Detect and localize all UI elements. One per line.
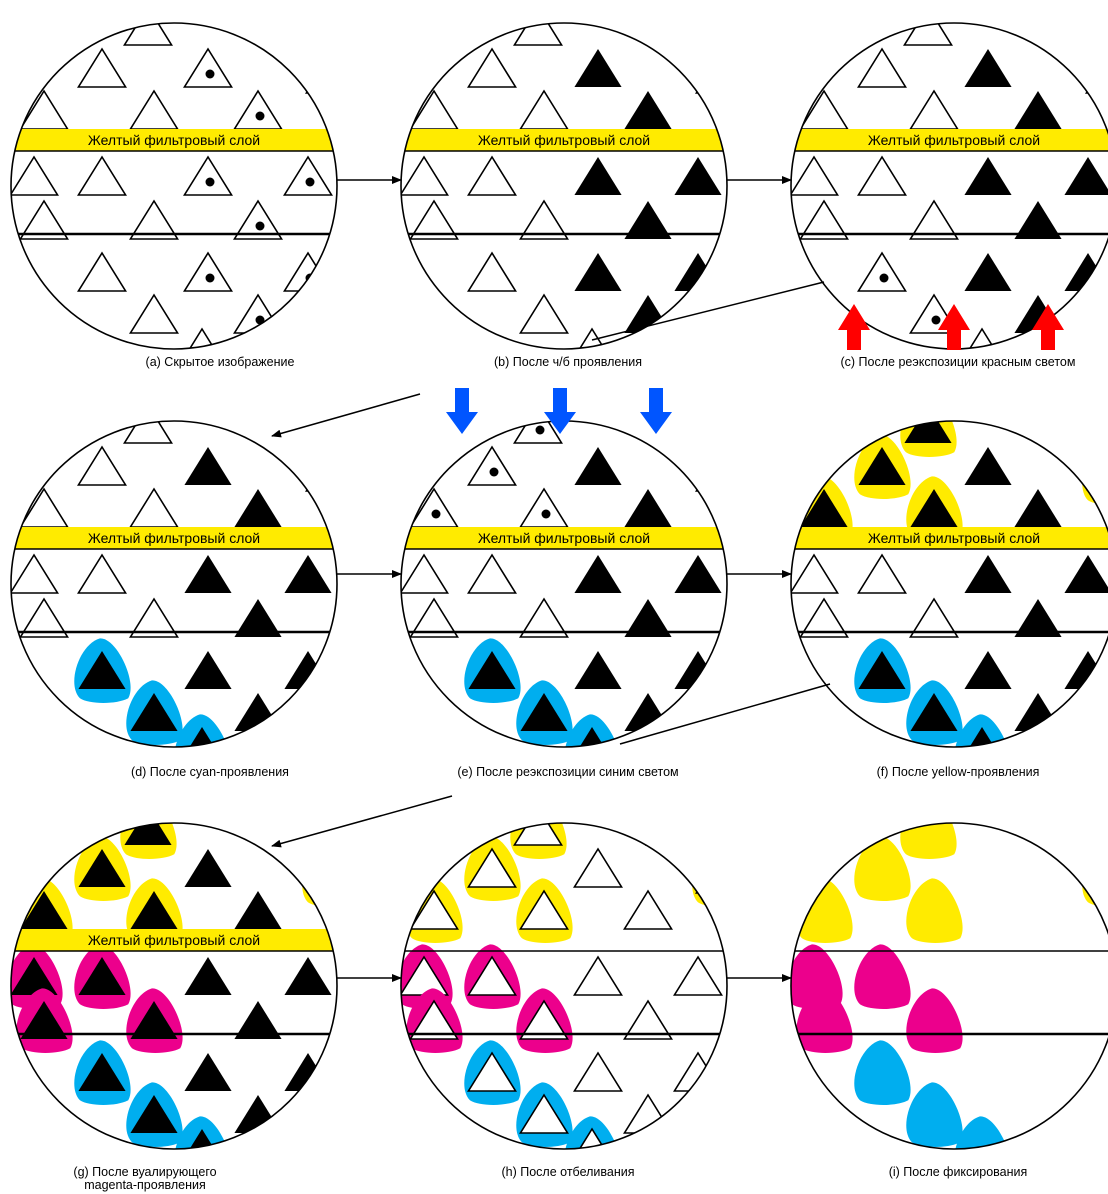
exposed-crystal-at-6 xyxy=(256,7,303,45)
caption-g: (g) После вуалирующего magenta-проявлени… xyxy=(60,1166,230,1192)
panel-g: Желтый фильтровый слой xyxy=(6,794,358,1181)
filter-label-c: Желтый фильтровый слой xyxy=(868,132,1040,148)
panel-h xyxy=(396,794,748,1181)
panel-b: Желтый фильтровый слой xyxy=(400,7,743,367)
filter-label-a: Желтый фильтровый слой xyxy=(88,132,260,148)
caption-e: (e) После реэкспозиции синим светом xyxy=(398,766,738,779)
filter-label-f: Желтый фильтровый слой xyxy=(868,530,1040,546)
filter-label-d: Желтый фильтровый слой xyxy=(88,530,260,546)
exposed-crystal-bt-6 xyxy=(646,7,693,45)
filter-label-g: Желтый фильтровый слой xyxy=(88,932,260,948)
panel-f: Желтый фильтровый слой xyxy=(790,392,1108,779)
panel-d: Желтый фильтровый слой xyxy=(10,405,353,779)
latent-dot-cb-0 xyxy=(880,274,889,283)
filter-label-b: Желтый фильтровый слой xyxy=(478,132,650,148)
connector-arrow xyxy=(272,394,420,436)
blue-light-arrow-3 xyxy=(640,388,672,434)
panels: Желтый фильтровый слойЖелтый фильтровый … xyxy=(6,7,1108,1181)
latent-dot-at-1 xyxy=(206,70,215,79)
caption-c: (c) После реэкспозиции красным светом xyxy=(788,356,1108,369)
latent-dot-am-3 xyxy=(306,178,315,187)
latent-dot-et-7 xyxy=(718,474,727,483)
connector-arrow xyxy=(272,796,452,846)
latent-dot-et-5 xyxy=(536,426,545,435)
crystal-et-7 xyxy=(696,453,743,491)
crystal-at-7 xyxy=(306,55,353,93)
latent-dot-ab-1 xyxy=(206,274,215,283)
latent-dot-et-0 xyxy=(490,468,499,477)
crystal-ht-6 xyxy=(646,807,693,845)
exposed-crystal-dt-6 xyxy=(256,405,303,443)
filter-label-e: Желтый фильтровый слой xyxy=(478,530,650,546)
crystal-ht-7 xyxy=(696,855,743,893)
latent-dot-et-3 xyxy=(542,510,551,519)
exposed-crystal-ft-7 xyxy=(1086,453,1108,491)
crystal-dt-7 xyxy=(306,453,353,491)
panel-i xyxy=(786,794,1108,1181)
latent-dot-at-4 xyxy=(256,112,265,121)
exposed-crystal-gt-7 xyxy=(306,855,353,893)
dye-it-7 xyxy=(1082,842,1108,907)
caption-b: (b) После ч/б проявления xyxy=(398,356,738,369)
latent-dot-am-2 xyxy=(206,178,215,187)
blue-light-arrow-1 xyxy=(446,388,478,434)
latent-dot-cb-3 xyxy=(932,316,941,325)
caption-d: (d) После cyan-проявления xyxy=(40,766,380,779)
dye-cloud-ft-7 xyxy=(1082,440,1108,505)
exposed-crystal-ct-6 xyxy=(1036,7,1083,45)
caption-i: (i) После фиксирования xyxy=(788,1166,1108,1179)
latent-dot-am-6 xyxy=(256,222,265,231)
crystal-ct-7 xyxy=(1086,55,1108,93)
latent-dot-et-2 xyxy=(432,510,441,519)
caption-h: (h) После отбеливания xyxy=(398,1166,738,1179)
dye-it-5 xyxy=(900,794,956,859)
caption-f: (f) После yellow-проявления xyxy=(788,766,1108,779)
exposed-crystal-ft-6 xyxy=(1036,405,1083,443)
panel-a: Желтый фильтровый слой xyxy=(10,7,353,367)
crystal-bt-7 xyxy=(696,55,743,93)
caption-a: (a) Скрытое изображение xyxy=(50,356,390,369)
